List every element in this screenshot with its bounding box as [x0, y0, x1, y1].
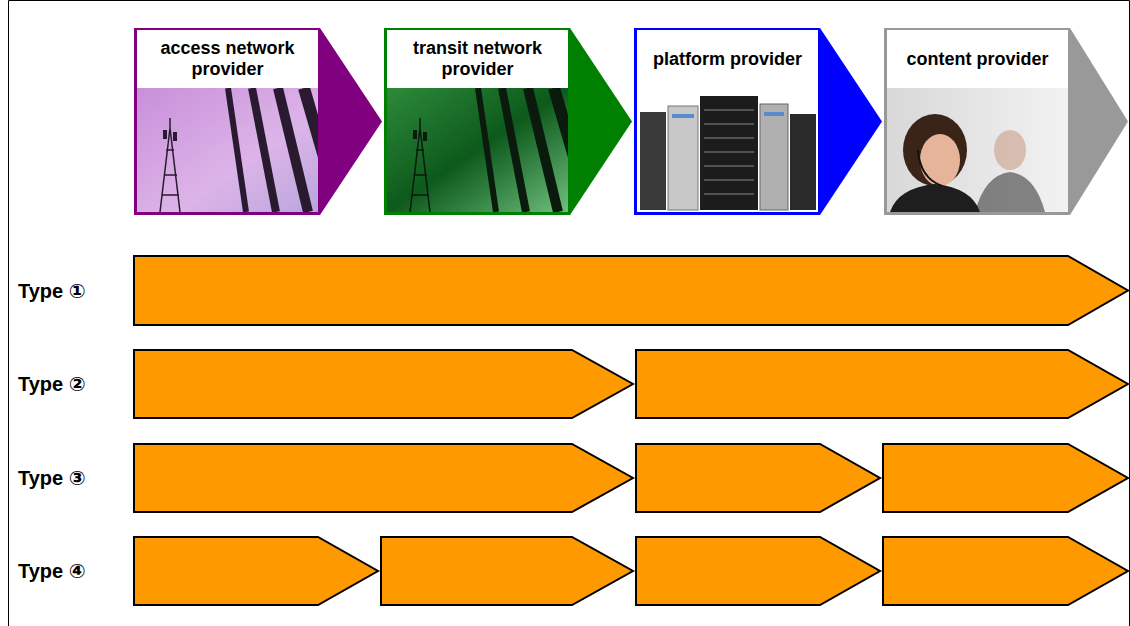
provider-name: transit network provider — [403, 38, 553, 80]
provider-chevron: access network provider — [133, 27, 383, 216]
person-photo — [887, 88, 1068, 212]
type-label: Type ① — [18, 279, 86, 303]
bar — [134, 350, 633, 418]
chevron-shape — [884, 28, 1128, 215]
bar — [381, 537, 633, 605]
title-box: transit network provider — [387, 30, 568, 88]
bar — [883, 537, 1128, 605]
chevron-shape — [134, 28, 382, 215]
type-label: Type ④ — [18, 559, 86, 583]
bar — [883, 444, 1128, 512]
bar — [636, 444, 880, 512]
bar — [636, 537, 880, 605]
provider-chevron: content provider — [883, 27, 1129, 216]
chevron-shape — [384, 28, 632, 215]
value-chain-bars — [134, 256, 1128, 605]
server-photo — [637, 88, 818, 212]
title-box: platform provider — [637, 30, 818, 88]
type-label: Type ③ — [18, 466, 86, 490]
title-box: content provider — [887, 30, 1068, 88]
frame — [9, 1, 1130, 626]
bar — [636, 350, 1128, 418]
provider-chevron: transit network provider — [383, 27, 633, 216]
provider-name: access network provider — [153, 38, 303, 80]
title-box: access network provider — [137, 30, 318, 88]
provider-name: content provider — [903, 49, 1053, 70]
antenna-photo — [137, 88, 318, 212]
provider-chevron: platform provider — [633, 27, 883, 216]
bar — [134, 537, 378, 605]
type-label: Type ② — [18, 372, 86, 396]
chevron-shape — [634, 28, 882, 215]
bar — [134, 256, 1128, 325]
bar — [134, 444, 633, 512]
antenna-photo — [387, 88, 568, 212]
provider-name: platform provider — [653, 49, 803, 70]
